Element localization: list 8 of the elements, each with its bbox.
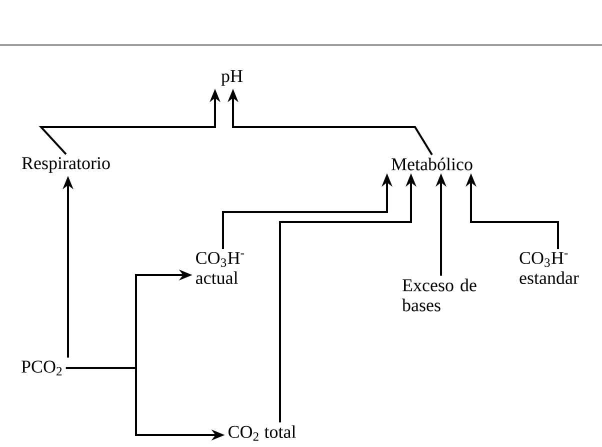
node-label: Respiratorio — [22, 157, 110, 173]
node-label: Metabólico — [392, 158, 472, 170]
node-label: Exceso de bases — [402, 278, 476, 312]
node-label: CO$_{3}$H$^{-}$ actual — [196, 252, 244, 284]
node-label: CO$_{3}$H$^{-}$ estandar — [520, 252, 579, 284]
node-label: pH — [221, 70, 242, 86]
node-label: CO$_{2}$ total — [228, 425, 296, 441]
node-label: PCO$_{2}$ — [22, 360, 62, 376]
